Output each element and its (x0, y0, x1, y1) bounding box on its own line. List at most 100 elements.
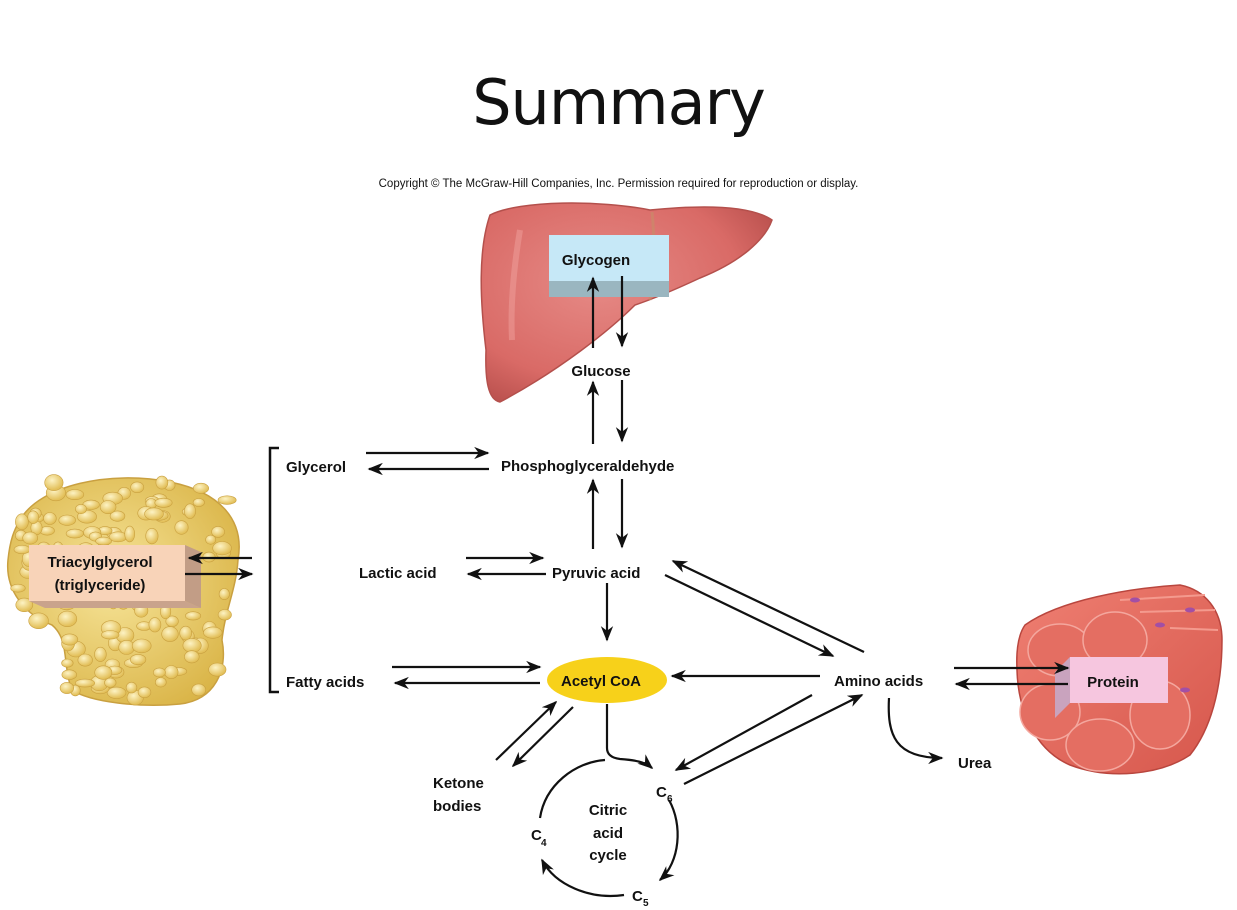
c6-subscript: 6 (667, 794, 673, 805)
citric-acid-cycle-label-line2: acid (593, 825, 623, 842)
fat-cell (61, 633, 79, 646)
protein-label: Protein (1087, 674, 1139, 691)
fat-cell (212, 541, 232, 556)
fat-cell (99, 500, 117, 514)
fat-cell (211, 526, 225, 538)
fat-cell (65, 489, 85, 500)
triacylglycerol-box-face (29, 545, 185, 601)
fat-cell (125, 681, 138, 694)
arc-c4-to-top (538, 758, 606, 819)
fat-cell (101, 630, 120, 640)
fat-cell (57, 610, 78, 628)
glucose-label: Glucose (571, 363, 630, 380)
fat-cell (185, 611, 202, 621)
fat-cell (43, 512, 57, 525)
fat-cell (104, 677, 117, 688)
fat-cell (27, 510, 40, 524)
lactic-acid-label: Lactic acid (359, 565, 437, 582)
fat-cell (145, 527, 159, 545)
fat-cell (208, 662, 227, 677)
c5-letter: C (632, 888, 643, 905)
fat-cell (174, 520, 189, 535)
glycerol-label: Glycerol (286, 459, 346, 476)
fat-cell (124, 525, 135, 543)
fat-cell (179, 625, 192, 641)
fat-cell (137, 686, 152, 698)
bracket-glycerol-fatty-acids (268, 446, 279, 694)
fat-cell (58, 514, 76, 526)
ketone-bodies-label-line1: Ketone (433, 775, 484, 792)
fat-cell (22, 531, 39, 545)
fat-cell (155, 475, 169, 490)
phosphoglyceraldehyde-label: Phosphoglyceraldehyde (501, 458, 674, 475)
c5-label: C 5 (632, 888, 649, 909)
protein-box-face (1070, 657, 1168, 703)
arrow-c6-to-amino-acids (683, 694, 864, 785)
c6-label: C 6 (656, 784, 673, 805)
copyright-notice: Copyright © The McGraw-Hill Companies, I… (378, 178, 859, 190)
c4-label: C 4 (531, 827, 547, 849)
fat-cell (28, 612, 49, 629)
fat-cell (154, 497, 173, 508)
fat-cell (75, 503, 87, 514)
fat-cell (218, 588, 230, 600)
fat-cell (131, 638, 152, 654)
arrow-amino-acids-to-c6 (674, 694, 813, 771)
fat-cell (217, 495, 237, 505)
pyruvic-acid-label: Pyruvic acid (552, 565, 640, 582)
fat-cell (217, 609, 232, 621)
glycogen-label: Glycogen (562, 252, 630, 269)
arrow-acetyl-coa-to-cycle (605, 704, 654, 770)
glycogen-box-face (549, 235, 669, 281)
urea-label: Urea (958, 755, 992, 772)
fat-cell (130, 481, 145, 493)
fat-cell (106, 686, 127, 699)
triacylglycerol-label: Triacylglycerol (47, 554, 152, 571)
arrow-amino-acids-to-urea (887, 697, 944, 765)
fat-cell (65, 528, 84, 539)
fat-cell (13, 544, 31, 555)
fat-cell (164, 665, 179, 679)
ketone-bodies-label-line2: bodies (433, 798, 481, 815)
fat-cell (109, 510, 126, 522)
fat-cell (61, 669, 78, 680)
fat-cell (152, 667, 166, 678)
triglyceride-label: (triglyceride) (55, 577, 146, 594)
fat-cell (155, 677, 167, 688)
fat-cell (130, 654, 147, 666)
arrow-acetyl-coa-to-ketone (511, 706, 574, 768)
fat-cell (205, 534, 217, 545)
protein-box: Protein (1055, 657, 1168, 718)
fat-cell (61, 658, 74, 668)
fat-cell (44, 474, 64, 491)
fatty-acids-label: Fatty acids (286, 674, 364, 691)
fat-cell (148, 617, 162, 633)
fat-cell (15, 513, 29, 531)
citric-acid-cycle-label-line1: Citric (589, 802, 627, 819)
fat-cell (161, 626, 179, 642)
arrow-amino-acids-to-pyruvic (671, 560, 865, 653)
fat-cell (94, 665, 113, 680)
arrow-pyruvic-to-amino-acids (664, 574, 835, 657)
glycogen-box: Glycogen (549, 235, 669, 297)
fat-cell (95, 536, 112, 546)
citric-acid-cycle-label-line3: cycle (589, 847, 627, 864)
pathway-arrows (185, 276, 1070, 897)
fat-cell (94, 646, 107, 662)
c6-letter: C (656, 784, 667, 801)
fat-cell (203, 626, 223, 639)
amino-acids-label: Amino acids (834, 673, 923, 690)
fat-cell (144, 507, 164, 521)
slide-title: Summary (472, 66, 766, 139)
fat-cell (15, 597, 34, 613)
arrow-c5-to-c4 (541, 858, 625, 897)
acetyl-coa-label: Acetyl CoA (561, 673, 641, 690)
fat-cell (182, 638, 202, 653)
fat-cell (75, 678, 96, 688)
fat-cell (191, 683, 206, 697)
fat-cell (184, 650, 200, 664)
c5-subscript: 5 (643, 898, 649, 909)
c4-subscript: 4 (541, 838, 547, 849)
fat-cell (192, 498, 205, 507)
